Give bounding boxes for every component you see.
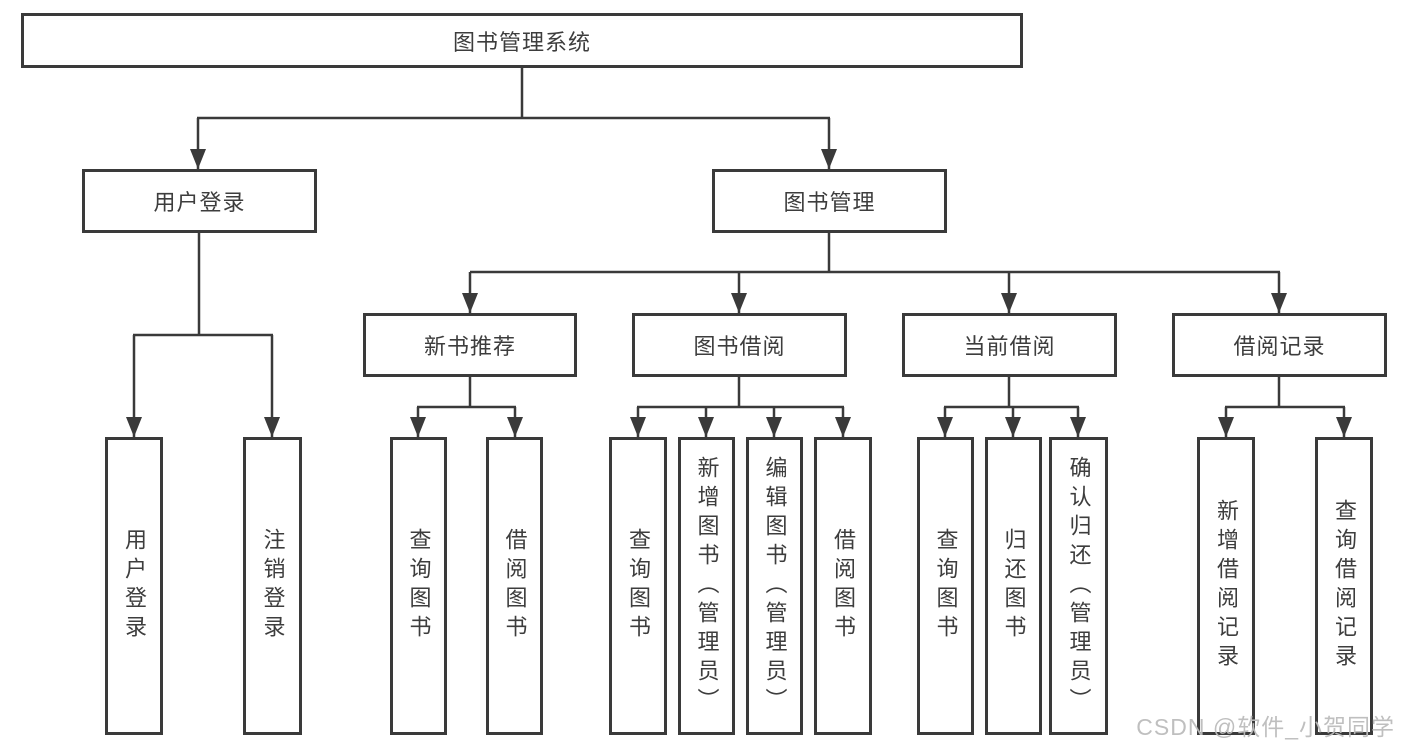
leaf-br-add-record: 新增借阅记录 [1197,437,1255,735]
leaf-cb-confirm-return-admin: 确认归还（管理员） [1049,437,1108,735]
leaf-cb-return-books-label: 归还图书 [1001,528,1027,644]
leaf-bb-query-books: 查询图书 [609,437,667,735]
leaf-bb-edit-books-admin: 编辑图书（管理员） [746,437,803,735]
leaf-bb-borrow-books-label: 借阅图书 [831,528,856,644]
leaf-bb-borrow-books: 借阅图书 [814,437,872,735]
node-root-label: 图书管理系统 [452,29,591,55]
leaf-br-add-record-label: 新增借阅记录 [1214,499,1239,673]
leaf-cb-query-books-label: 查询图书 [933,528,959,644]
leaf-logout: 注销登录 [243,437,302,735]
leaf-nbr-borrow-books: 借阅图书 [486,437,543,735]
node-borrowing-records-label: 借阅记录 [1233,334,1326,359]
leaf-nbr-query-books-label: 查询图书 [406,528,432,644]
node-new-book-recommend-label: 新书推荐 [423,334,516,359]
node-book-borrowing-label: 图书借阅 [693,334,786,359]
node-user-login: 用户登录 [82,169,317,233]
leaf-bb-edit-books-admin-label: 编辑图书（管理员） [762,455,788,717]
leaf-bb-query-books-label: 查询图书 [626,528,651,644]
node-book-borrowing: 图书借阅 [632,313,847,377]
leaf-bb-add-books-admin-label: 新增图书（管理员） [694,455,720,717]
leaf-br-query-record-label: 查询借阅记录 [1332,499,1357,673]
leaf-nbr-borrow-books-label: 借阅图书 [502,528,528,644]
leaf-bb-add-books-admin: 新增图书（管理员） [678,437,735,735]
leaf-user-login-label: 用户登录 [122,528,147,644]
leaf-br-query-record: 查询借阅记录 [1315,437,1373,735]
node-user-login-label: 用户登录 [153,190,246,215]
node-root: 图书管理系统 [21,13,1023,68]
node-book-management-label: 图书管理 [783,190,876,215]
leaf-logout-label: 注销登录 [260,528,286,644]
node-book-management: 图书管理 [712,169,947,233]
leaf-cb-query-books: 查询图书 [917,437,974,735]
leaf-nbr-query-books: 查询图书 [390,437,447,735]
node-current-borrowing-label: 当前借阅 [963,334,1056,359]
leaf-cb-confirm-return-admin-label: 确认归还（管理员） [1066,455,1092,717]
node-borrowing-records: 借阅记录 [1172,313,1387,377]
node-current-borrowing: 当前借阅 [902,313,1117,377]
leaf-user-login: 用户登录 [105,437,163,735]
node-new-book-recommend: 新书推荐 [363,313,577,377]
leaf-cb-return-books: 归还图书 [985,437,1042,735]
